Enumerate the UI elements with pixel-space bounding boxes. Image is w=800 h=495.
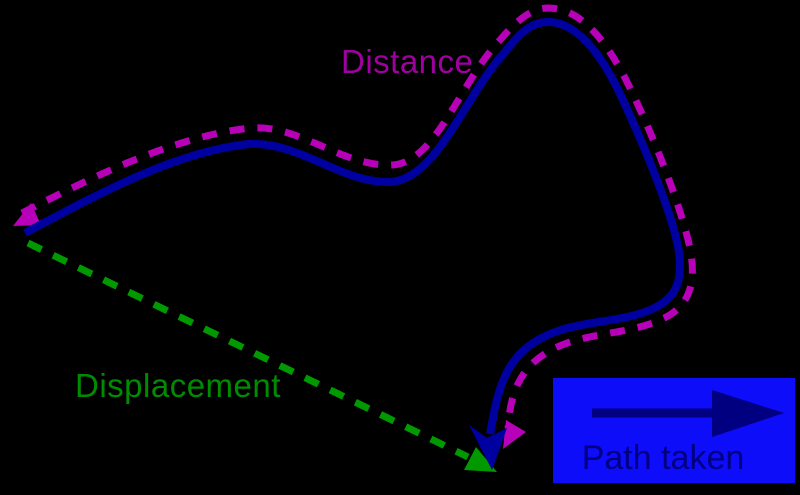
legend-path-taken-label: Path taken xyxy=(582,439,745,477)
displacement-label: Displacement xyxy=(75,367,281,404)
displacement-arrowhead-icon xyxy=(464,447,497,472)
distance-start-arrowhead-icon xyxy=(13,203,41,226)
path-taken-curve xyxy=(23,17,684,435)
distance-label: Distance xyxy=(341,43,473,80)
legend-box xyxy=(553,378,795,483)
distance-end-arrowhead-icon xyxy=(503,420,526,449)
path-end-arrowhead-icon xyxy=(469,425,507,470)
distance-dashed-curve xyxy=(20,4,696,429)
legend-arrow-head xyxy=(712,390,784,437)
legend-arrow-icon xyxy=(592,390,784,437)
